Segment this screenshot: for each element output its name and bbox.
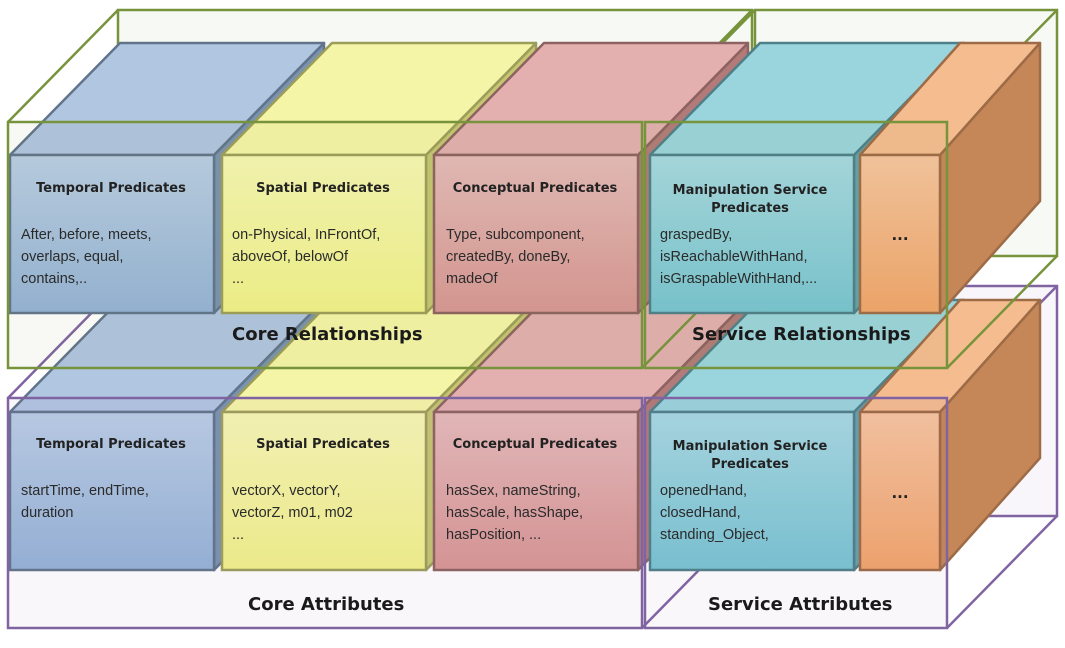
- relationships-service-container-front: [643, 120, 949, 370]
- relationships-manipulation-cube-front: [648, 153, 856, 315]
- relationships-core-container-edge-tl: [7, 9, 119, 123]
- relationships-service-container-edge-br: [946, 255, 1058, 369]
- attributes-core-container-front: [6, 396, 644, 630]
- attributes-spatial-cube-front: [220, 410, 428, 572]
- attributes-conceptual-cube-front: [432, 410, 640, 572]
- attributes-service-container-front: [643, 396, 949, 630]
- relationships-core-container-front: [6, 120, 644, 370]
- attributes-temporal-cube-front: [8, 410, 216, 572]
- attributes-manipulation-cube-front: [648, 410, 856, 572]
- relationships-temporal-cube-front: [8, 153, 216, 315]
- relationships-conceptual-cube-front: [432, 153, 640, 315]
- relationships-extra-cube-front: [858, 153, 942, 315]
- attributes-service-container-edge-br: [946, 515, 1058, 629]
- attributes-extra-cube-front: [858, 410, 942, 572]
- relationships-spatial-cube-front: [220, 153, 428, 315]
